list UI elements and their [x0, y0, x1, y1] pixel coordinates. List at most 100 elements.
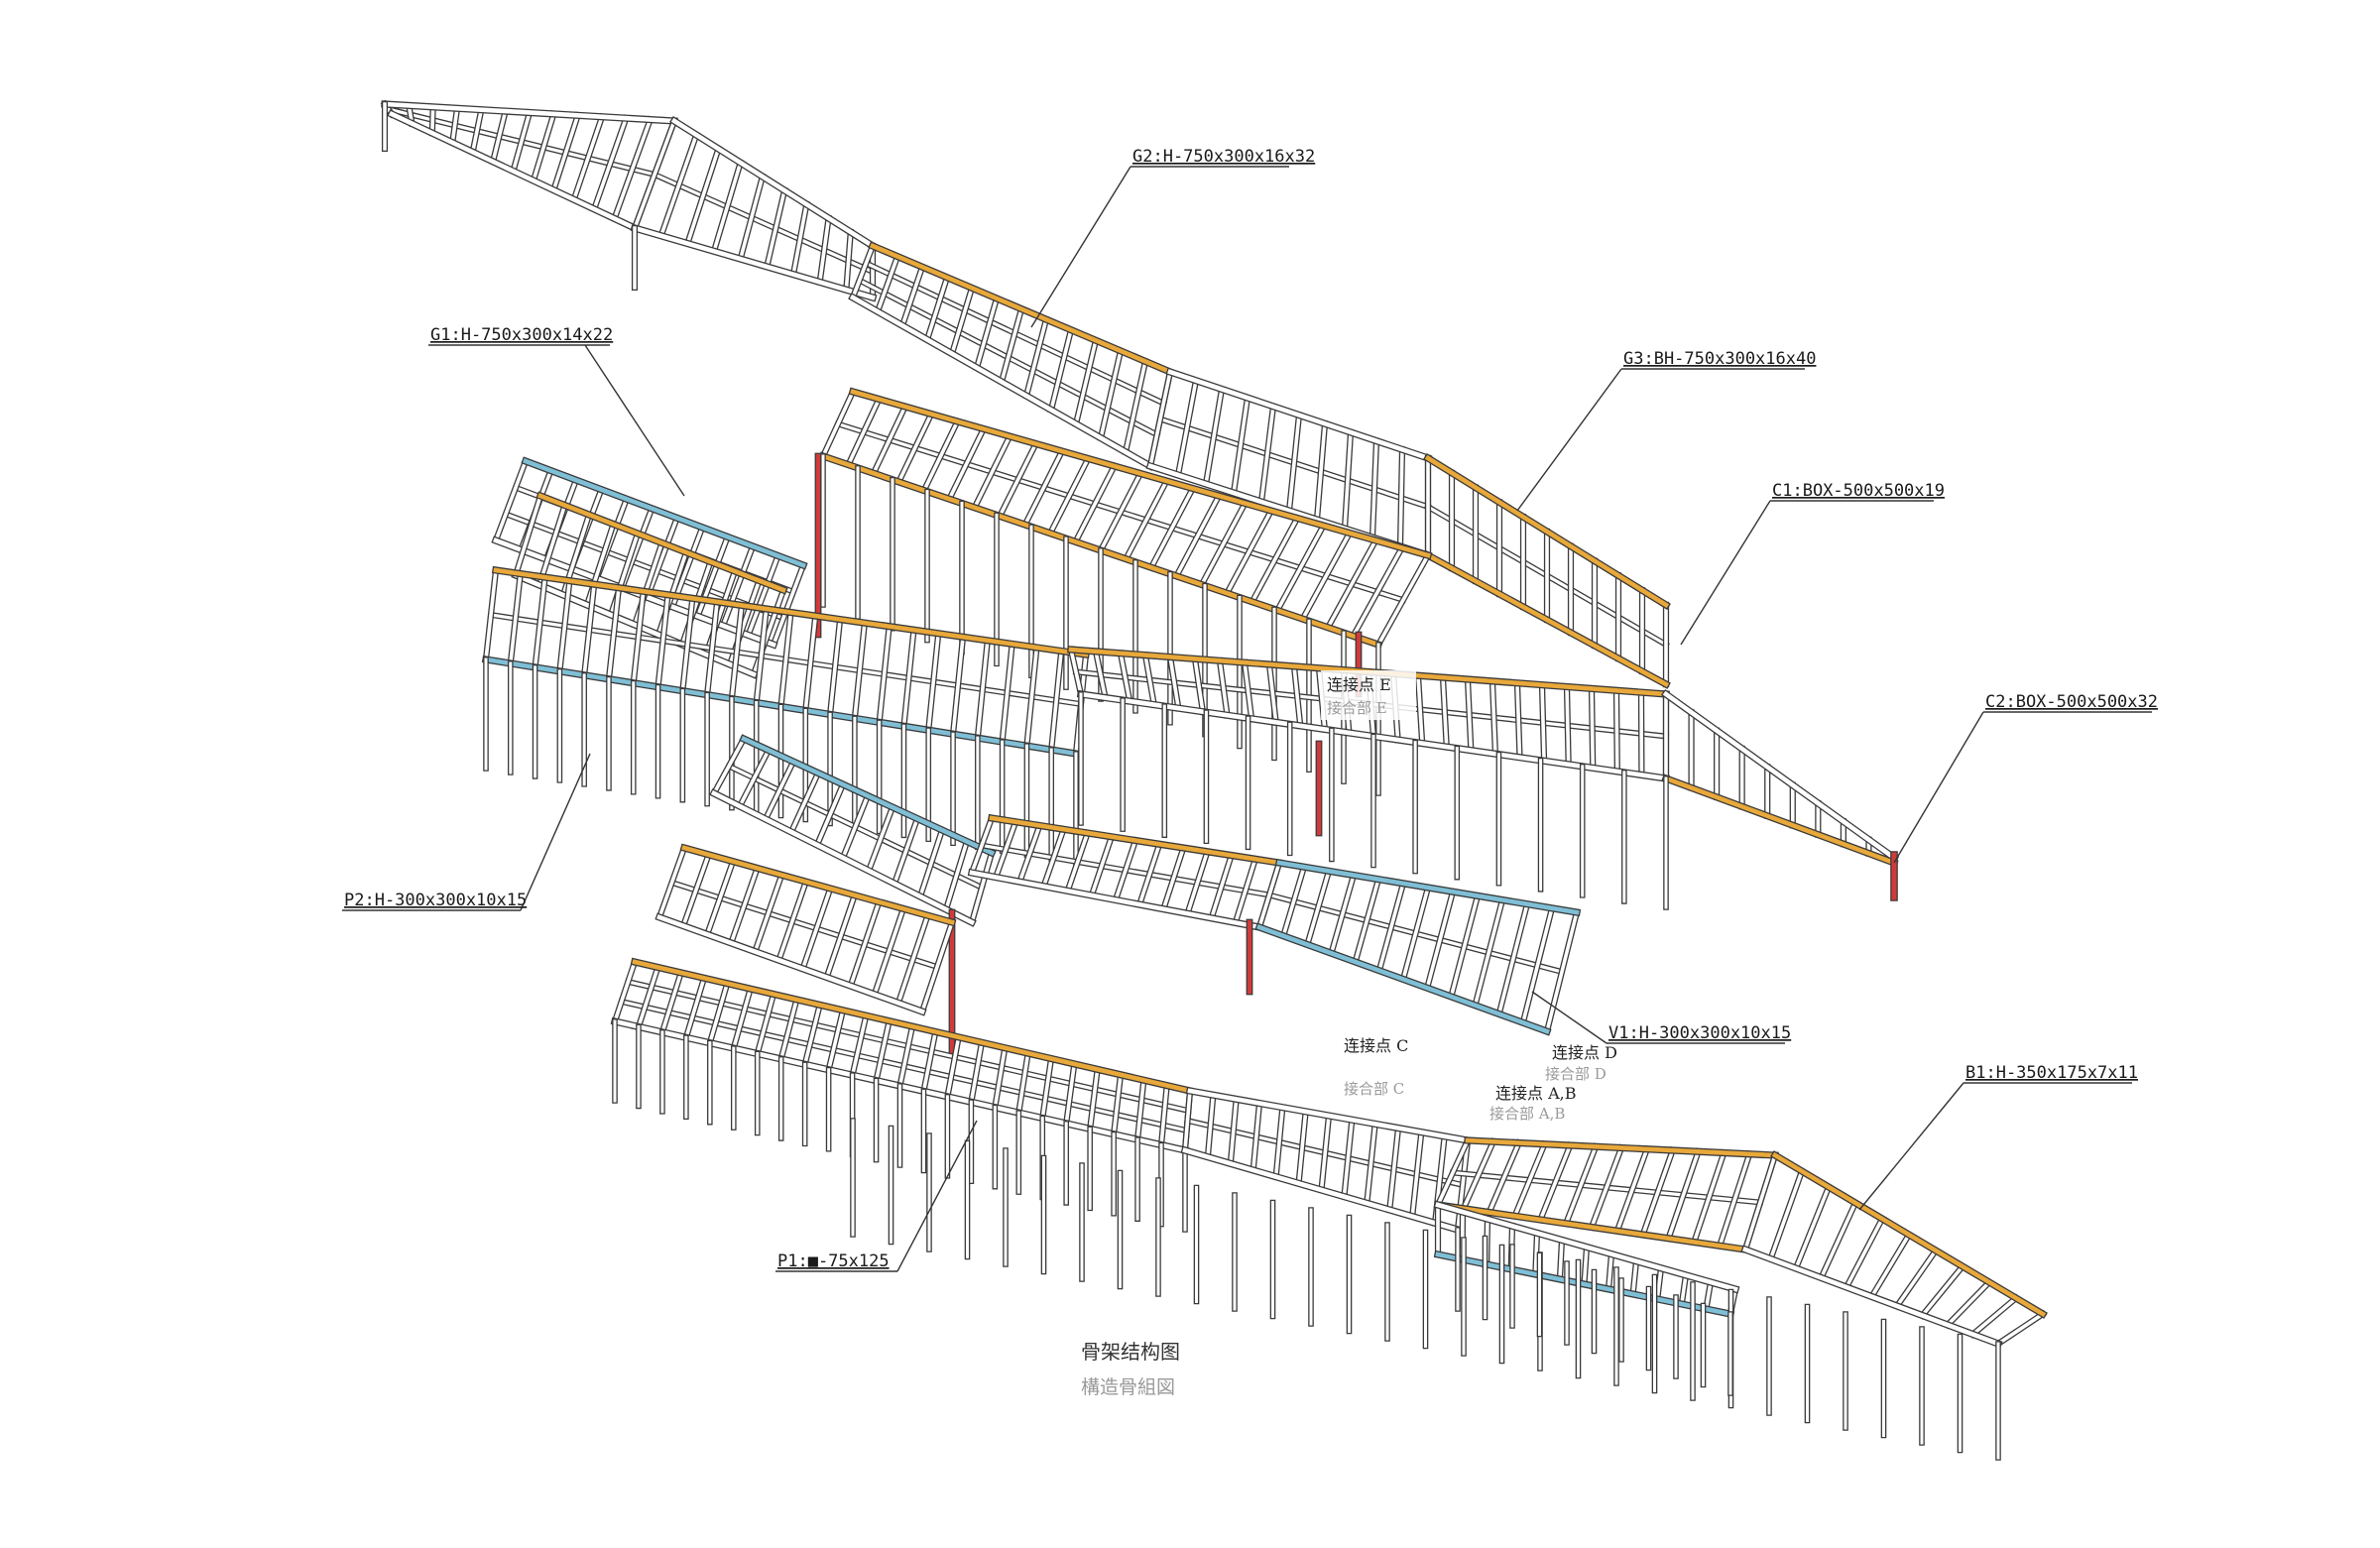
rafter — [1454, 1136, 1472, 1234]
rafter — [1204, 1091, 1217, 1161]
ridge-beam — [739, 734, 997, 858]
rafter — [948, 284, 976, 358]
ridge-beam — [669, 116, 878, 251]
rafter — [870, 904, 907, 999]
leader-p2-diag — [520, 753, 591, 911]
rafter — [656, 131, 701, 240]
rafter — [824, 1007, 847, 1074]
rafter — [1943, 1277, 1994, 1330]
eave-beam — [1661, 774, 1899, 868]
rafter — [874, 252, 901, 316]
rafter — [1272, 1104, 1286, 1181]
ridge-beam — [630, 957, 1195, 1096]
connection-d-cn: 连接点 D — [1552, 1043, 1617, 1062]
rafter — [923, 273, 951, 344]
rafter — [1414, 671, 1426, 747]
rafter — [968, 849, 996, 926]
rafter — [489, 107, 510, 166]
rafter — [683, 145, 723, 248]
rafter — [1063, 829, 1092, 895]
rafter — [843, 228, 855, 294]
rafter — [1086, 1065, 1102, 1132]
rafter — [1563, 683, 1572, 768]
rafter — [816, 214, 833, 286]
rafter — [838, 791, 873, 863]
eave-beam — [1180, 1145, 1463, 1235]
rafter — [893, 911, 932, 1008]
rafter — [1556, 1237, 1566, 1283]
rafter — [919, 417, 962, 495]
rafter — [1612, 1144, 1651, 1236]
rafter — [1122, 476, 1171, 563]
rafter — [798, 884, 835, 973]
rafter — [1067, 646, 1085, 698]
rafter — [1174, 377, 1200, 479]
rafter — [786, 769, 823, 837]
drawing-subtitle: 構造骨組図 — [1081, 1376, 1175, 1398]
rafter — [1638, 1146, 1677, 1239]
rafter — [1867, 1230, 1914, 1301]
rafter — [1766, 1167, 1806, 1263]
leader-g3-diag — [1516, 368, 1622, 512]
connection-ab-cn: 连接点 A,B — [1495, 1084, 1577, 1103]
rafter — [1045, 454, 1093, 537]
rafter — [1038, 1054, 1055, 1123]
rafter — [1023, 644, 1040, 750]
rafter — [967, 1038, 986, 1106]
rafter — [1022, 315, 1050, 400]
rafter — [1092, 648, 1110, 702]
rafter — [512, 492, 544, 579]
ridge-beam — [1165, 367, 1433, 463]
rafter — [1110, 1071, 1125, 1138]
eave-beam — [967, 868, 1264, 932]
rafter — [851, 619, 869, 722]
eave-beam — [630, 223, 878, 302]
rafter — [999, 640, 1016, 746]
rafter — [924, 630, 942, 734]
rafter — [1303, 867, 1333, 949]
rafter — [1295, 1108, 1310, 1187]
rafter — [590, 114, 631, 213]
ridge-beam — [868, 241, 1175, 377]
rafter — [1146, 484, 1197, 572]
rafter — [826, 616, 844, 718]
rafter — [822, 891, 859, 982]
connection-c-jp: 接合部 C — [1344, 1080, 1404, 1098]
rafter — [610, 115, 654, 223]
rafter — [1351, 875, 1382, 966]
rafter — [1020, 446, 1067, 530]
rafter — [605, 584, 623, 683]
label-b1: B1:H-350x175x7x11 — [1965, 1063, 2138, 1083]
eave-beam — [654, 912, 927, 1016]
rafter — [891, 814, 921, 888]
rafter — [1439, 673, 1451, 751]
rafter — [865, 803, 896, 875]
rafter — [1159, 844, 1188, 913]
rafter — [655, 844, 688, 921]
rafter — [1313, 419, 1329, 524]
rafter — [1146, 368, 1174, 470]
rafter — [1423, 888, 1457, 993]
rafter — [1447, 892, 1482, 1001]
purlin — [651, 171, 877, 276]
rafter — [1741, 1151, 1779, 1253]
rafter — [763, 186, 788, 271]
rafter — [1202, 385, 1226, 488]
rafter — [919, 1027, 939, 1096]
rafter — [753, 990, 777, 1058]
rafter — [709, 734, 749, 798]
drawing-title: 骨架结构图 — [1081, 1340, 1180, 1364]
rafter — [1014, 1049, 1032, 1117]
rafter — [942, 837, 971, 913]
rafter — [678, 594, 696, 695]
rafter — [1327, 871, 1358, 958]
label-g1: G1:H-750x300x14x22 — [430, 325, 613, 345]
label-p1: P1:■-75x125 — [777, 1251, 890, 1271]
rafter — [1341, 1116, 1356, 1201]
rafter — [974, 637, 992, 742]
ridge-beam — [679, 843, 957, 927]
rafter — [1459, 1137, 1497, 1213]
eave-beam — [1740, 1245, 2003, 1349]
connection-e-cn: 连接点 E — [1327, 675, 1391, 694]
